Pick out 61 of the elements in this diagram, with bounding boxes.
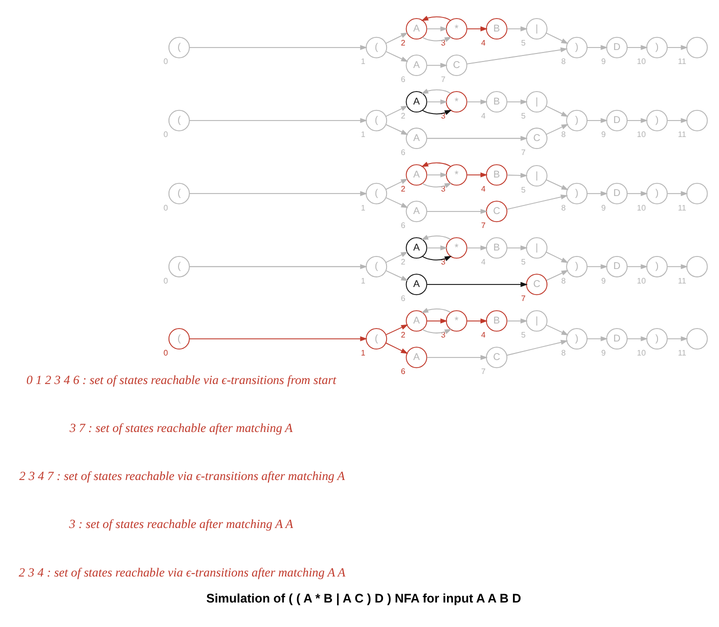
node-label: 1 [360, 57, 366, 66]
node-label: 9 [601, 276, 606, 286]
node-label: 2 [400, 258, 406, 267]
node-label: 0 [164, 57, 168, 66]
node-label: 6 [400, 221, 406, 230]
node-label: 7 [481, 221, 486, 230]
node-label: 4 [481, 38, 486, 48]
node-label: 10 [636, 57, 646, 66]
node-label: 2 [400, 184, 406, 194]
node-label: 0 [164, 348, 168, 358]
node-label: 6 [400, 367, 406, 376]
node-label: 5 [521, 330, 526, 340]
node-label: 5 [521, 258, 526, 267]
label: 3 7 : set of states reachable after matching A [70, 421, 293, 436]
label: 2 3 4 : set of states reachable via ϵ-transitions after matching A A [18, 565, 346, 580]
node-label: 4 [481, 184, 486, 194]
node-label: 8 [561, 203, 566, 212]
node-label: 8 [561, 348, 566, 358]
node-label: 7 [481, 367, 486, 376]
node-label: 5 [521, 185, 526, 194]
node-label: 1 [360, 348, 366, 358]
node-label: 11 [678, 130, 686, 140]
node-label: 6 [400, 294, 406, 304]
node-label: 5 [521, 38, 526, 48]
node-label: 5 [521, 112, 526, 121]
node-label: 7 [521, 148, 526, 158]
node-label: 8 [561, 276, 566, 286]
node-label: 4 [481, 330, 486, 340]
node-label: 2 [400, 112, 406, 121]
label: 3 : set of states reachable after matching A A [69, 517, 294, 532]
caption: Simulation of ( ( A * B | A C ) D ) NFA for input A A B D [206, 592, 522, 606]
node-label: 9 [601, 57, 606, 66]
node-label: 10 [636, 203, 646, 212]
label: 2 3 4 7 : set of states reachable via ϵ-transitions after matching A [19, 469, 345, 484]
node-label: 2 [400, 38, 406, 48]
node-label: 11 [678, 203, 686, 212]
node-label: 0 [164, 203, 168, 212]
node-label: 0 [164, 276, 168, 286]
node-label: 9 [601, 130, 606, 140]
node-label: 4 [481, 258, 486, 267]
node-label: 9 [601, 203, 606, 212]
node-label: 7 [521, 294, 526, 304]
node-label: 10 [636, 276, 646, 286]
node-label: 11 [678, 57, 686, 66]
node-label: 1 [360, 130, 366, 140]
node-label: 2 [400, 330, 406, 340]
node-label: 8 [561, 57, 566, 66]
node-label: 9 [601, 348, 606, 358]
node-label: 11 [678, 348, 686, 358]
node-label: 11 [678, 276, 686, 286]
node-label: 10 [636, 348, 646, 358]
node-label: 0 [164, 130, 168, 140]
node-label: 8 [561, 130, 566, 140]
label: 0 1 2 3 4 6 : set of states reachable via ϵ-transitions from start [26, 372, 336, 387]
node-label: 6 [400, 74, 406, 84]
node-label: 4 [481, 112, 486, 121]
node-label: 6 [400, 148, 406, 158]
node-label: 10 [636, 130, 646, 140]
node-label: 1 [360, 203, 366, 212]
node-label: 7 [441, 74, 446, 84]
node-label: 1 [360, 276, 366, 286]
